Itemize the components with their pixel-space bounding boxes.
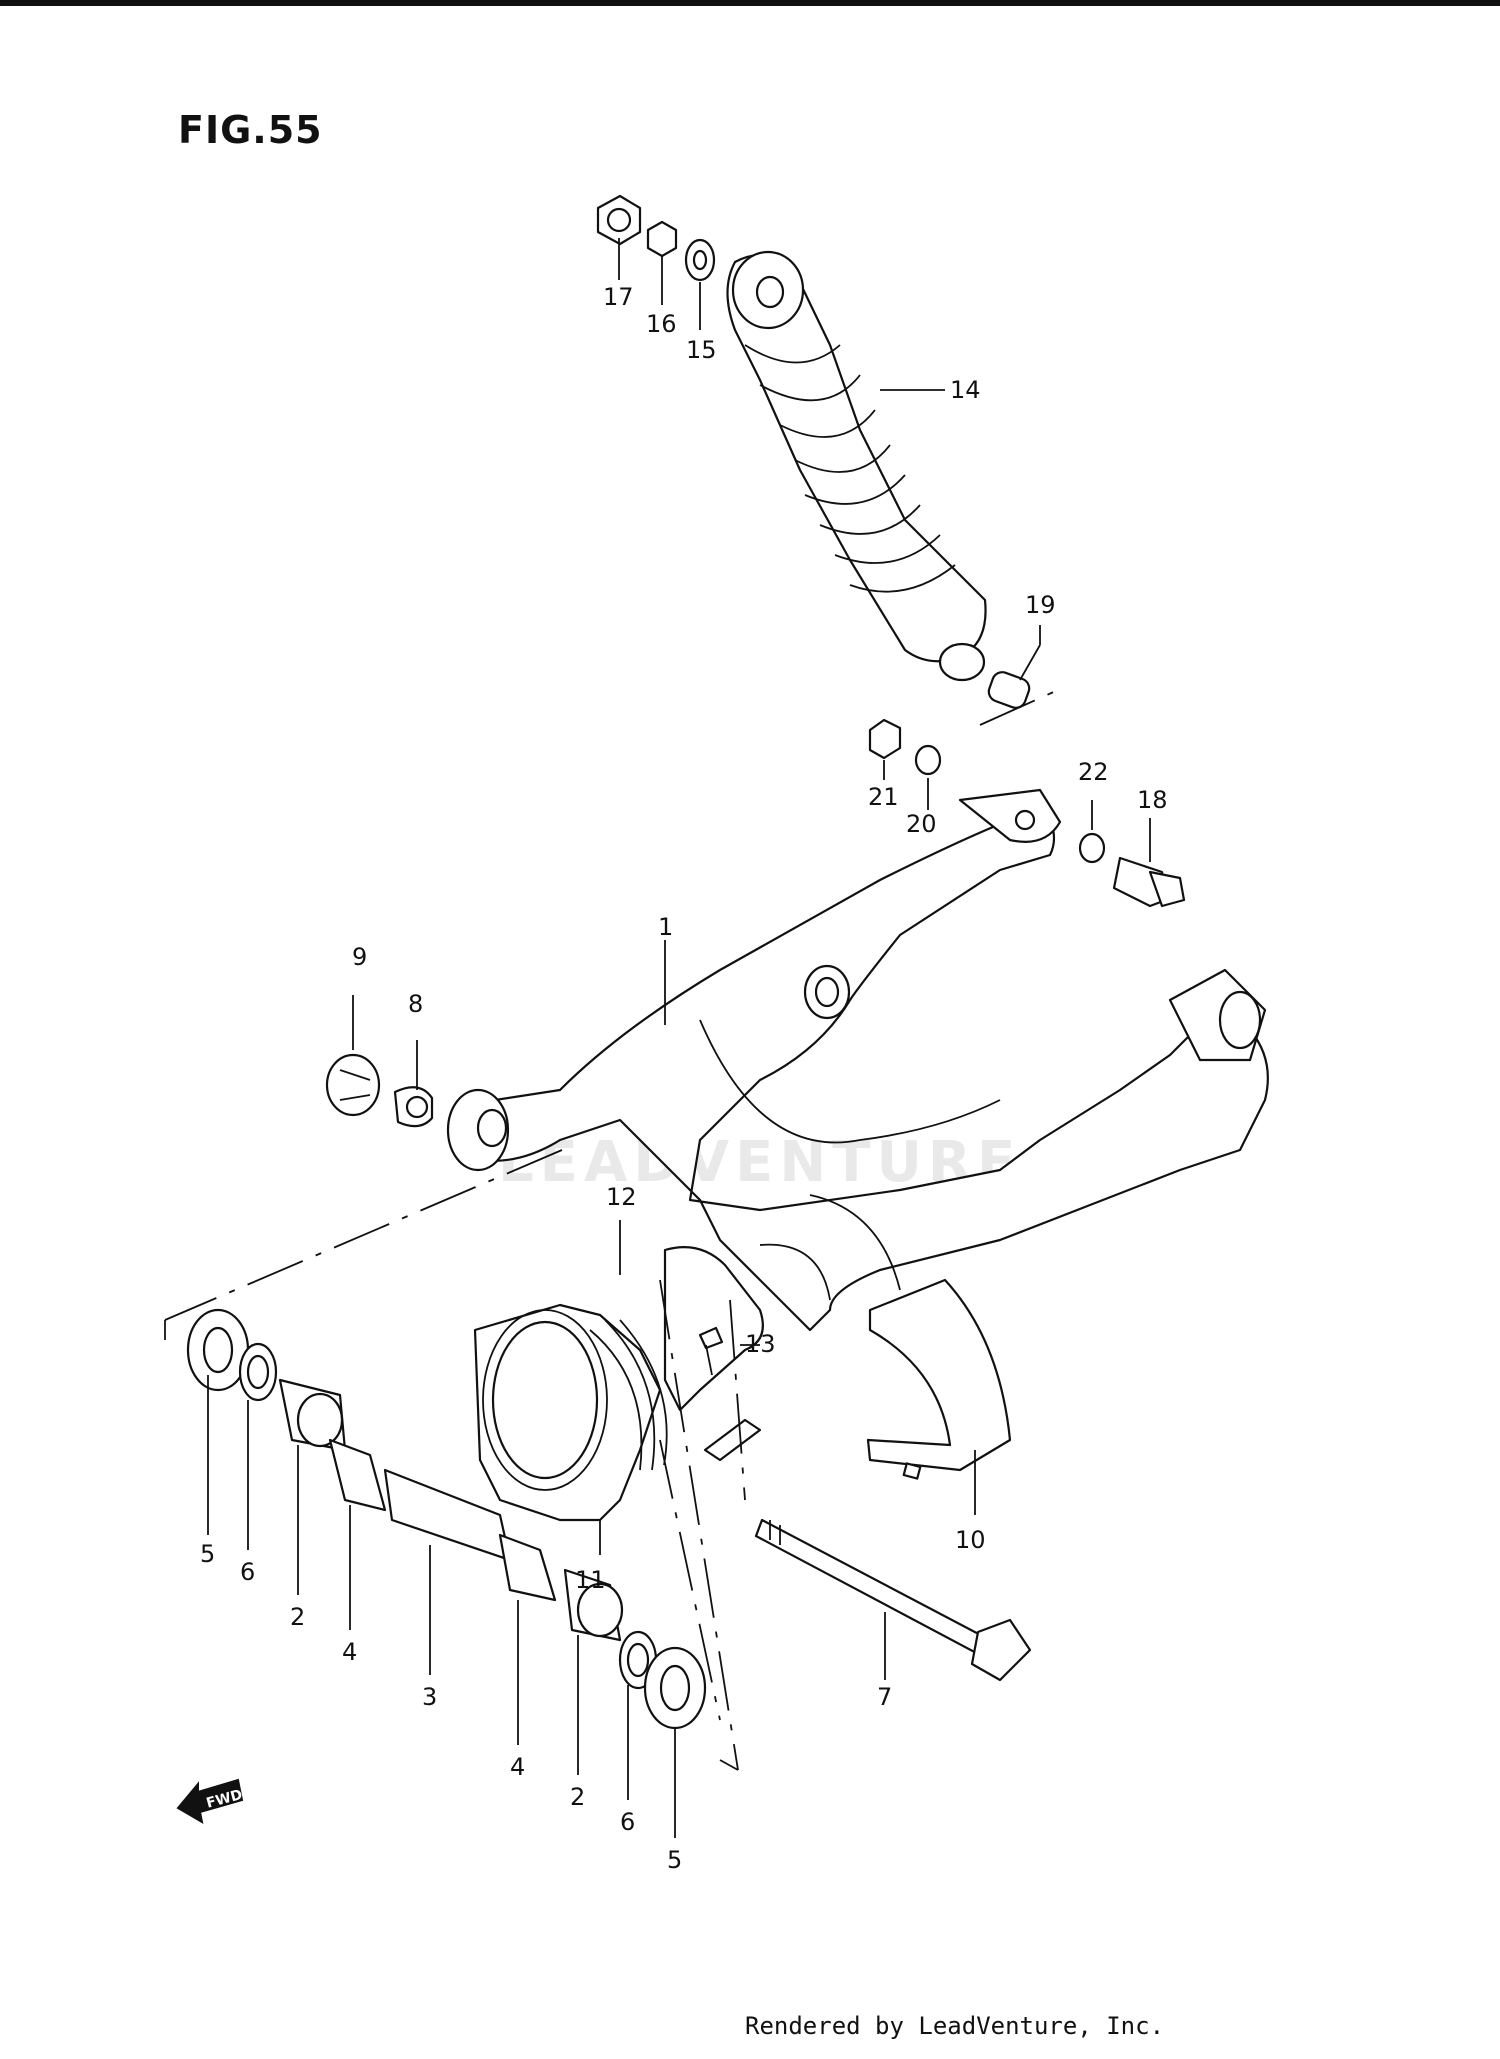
swingarm [446, 788, 1269, 1332]
callout-1: 1 [658, 913, 673, 941]
callout-18: 18 [1137, 786, 1168, 814]
callout-17: 17 [603, 283, 634, 311]
callout-7: 7 [877, 1683, 892, 1711]
rubber-boot [473, 1246, 764, 1522]
leader-lines [207, 238, 1151, 1838]
callout-9: 9 [352, 943, 367, 971]
callout-15: 15 [686, 336, 717, 364]
pivot-cap-hardware [325, 1053, 434, 1128]
callout-3: 3 [422, 1683, 437, 1711]
callout-2a: 2 [290, 1603, 305, 1631]
callout-16: 16 [646, 310, 677, 338]
callout-5a: 5 [200, 1540, 215, 1568]
pivot-bolt [754, 1518, 1032, 1682]
assembly-centerlines [164, 689, 1059, 1771]
figure-title: FIG.55 [178, 108, 323, 152]
chain-guard [866, 1278, 1012, 1480]
callout-12: 12 [606, 1183, 637, 1211]
callout-2b: 2 [570, 1783, 585, 1811]
callout-5b: 5 [667, 1846, 682, 1874]
top-border [0, 0, 1500, 6]
callout-21: 21 [868, 783, 899, 811]
callout-10: 10 [955, 1526, 986, 1554]
fwd-arrow-icon: FWD [176, 1778, 244, 1824]
callout-20: 20 [906, 810, 937, 838]
callout-4b: 4 [510, 1753, 525, 1781]
bearing-stack [186, 1308, 707, 1730]
shock-absorber [726, 250, 987, 682]
callout-11: 11 [575, 1566, 606, 1594]
upper-mount-hardware [596, 194, 716, 282]
callout-4a: 4 [342, 1638, 357, 1666]
callout-6a: 6 [240, 1558, 255, 1586]
callout-6b: 6 [620, 1808, 635, 1836]
callout-8: 8 [408, 990, 423, 1018]
callout-22: 22 [1078, 758, 1109, 786]
callout-14: 14 [950, 376, 981, 404]
footer-credit: Rendered by LeadVenture, Inc. [745, 2012, 1165, 2040]
callout-13: 13 [745, 1330, 776, 1358]
callout-19: 19 [1025, 591, 1056, 619]
linkage-hardware [868, 671, 1186, 908]
